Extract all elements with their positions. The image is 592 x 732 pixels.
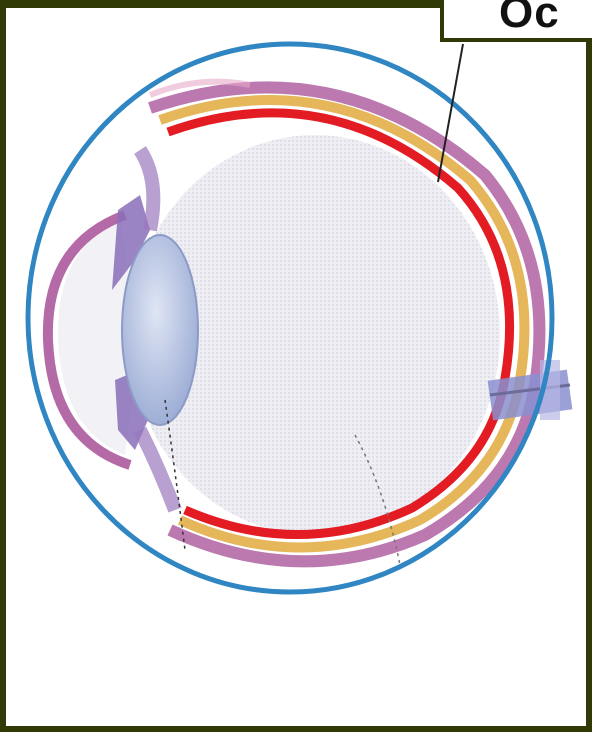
lens: [122, 235, 198, 425]
optic-nerve: [488, 360, 573, 420]
label-text: Oc: [499, 0, 560, 38]
label-box: Oc: [440, 0, 592, 42]
